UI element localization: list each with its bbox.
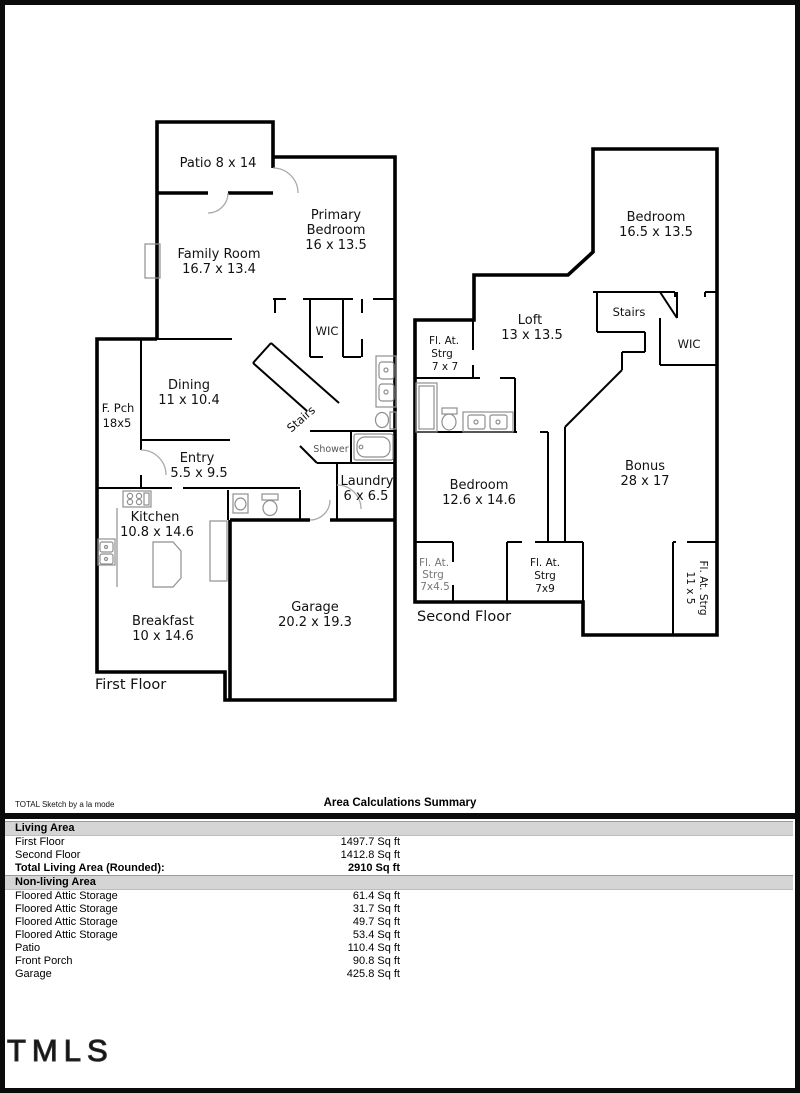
room-label-shower: Shower bbox=[313, 444, 348, 455]
tmls-logo-text: TMLS bbox=[7, 1033, 114, 1068]
table-row-total-living-area: Total Living Area (Rounded):2910 Sq ft bbox=[15, 862, 400, 874]
halfbath-toilet-icon bbox=[262, 499, 278, 517]
summary-header: TOTAL Sketch by a la mode Area Calculati… bbox=[5, 794, 795, 813]
toilet-tank-2 bbox=[441, 407, 458, 415]
first-floor-title: First Floor bbox=[95, 677, 166, 693]
second-floor-title: Second Floor bbox=[417, 609, 511, 625]
room-label-wic-1: WIC bbox=[316, 324, 339, 338]
second-floor-fixtures bbox=[415, 382, 514, 433]
room-label-wic-2: WIC bbox=[678, 337, 701, 351]
second-floor-exterior-walls bbox=[413, 147, 719, 637]
room-label-patio: Patio 8 x 14 bbox=[180, 156, 257, 171]
summary-title: Area Calculations Summary bbox=[323, 797, 477, 809]
first-floor-exterior-walls bbox=[95, 120, 397, 702]
kitchen-island bbox=[152, 541, 182, 588]
halfbath-sink-icon bbox=[232, 493, 249, 514]
table-section-non-living-area: Non-living Area bbox=[5, 875, 793, 890]
bathtub-icon bbox=[353, 433, 394, 461]
bath-toilet-icon bbox=[374, 411, 390, 429]
second-floor-interior-walls bbox=[415, 291, 717, 635]
sketch-brand-text: TOTAL Sketch by a la mode bbox=[15, 800, 115, 809]
first-floor-fixtures bbox=[97, 243, 397, 588]
pantry-shelves bbox=[209, 520, 228, 582]
stove-icon bbox=[122, 490, 152, 508]
first-floor-door-arcs bbox=[140, 167, 362, 521]
fireplace bbox=[144, 243, 161, 279]
halfbath-toilet-tank bbox=[261, 493, 279, 501]
room-label-attic-11x5: Fl. At. Strg11 x 5 bbox=[684, 560, 709, 615]
table-section-living-area: Living Area bbox=[5, 821, 793, 836]
toilet-icon-2 bbox=[441, 413, 457, 431]
room-label-stairs-2: Stairs bbox=[613, 305, 646, 319]
vanity-icon-2 bbox=[462, 411, 514, 433]
summary-divider-bar bbox=[5, 813, 795, 819]
tmls-watermark: TMLS bbox=[6, 1032, 114, 1068]
shower-stall-icon bbox=[415, 382, 438, 433]
kitchen-sink-icon bbox=[97, 538, 116, 566]
bath-toilet-tank bbox=[389, 411, 397, 430]
first-floor-interior-walls bbox=[97, 298, 395, 520]
bath-vanity-icon bbox=[375, 355, 397, 408]
